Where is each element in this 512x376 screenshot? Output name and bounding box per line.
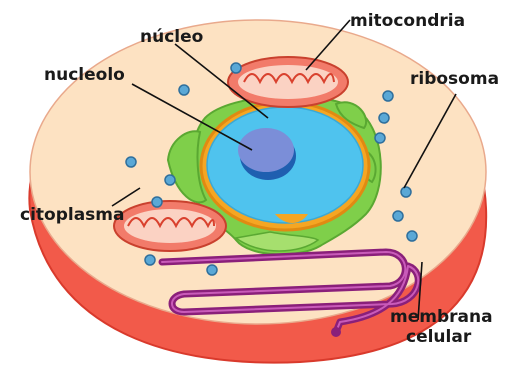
label-nucleolus: nucleolo (44, 65, 125, 85)
label-ribosome: ribosoma (410, 69, 499, 89)
mitochondrion-left (114, 201, 226, 251)
label-membrane-line1: membrana (390, 307, 493, 327)
label-nucleus: núcleo (140, 27, 203, 47)
label-membrane-line2: celular (406, 327, 472, 347)
label-cytoplasm: citoplasma (20, 205, 124, 225)
label-mitochondria: mitocondria (350, 11, 465, 31)
